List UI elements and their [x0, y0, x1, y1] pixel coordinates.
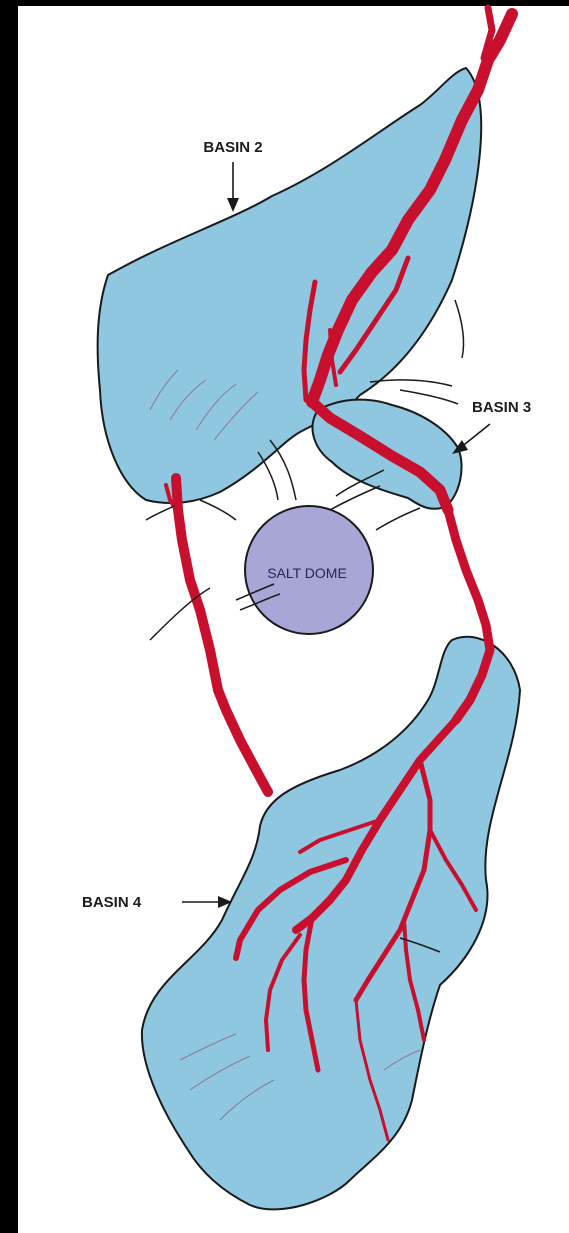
basin-2-label: BASIN 2 — [203, 139, 262, 156]
basin-3-label: BASIN 3 — [472, 399, 531, 416]
basin-4-label: BASIN 4 — [82, 894, 142, 911]
salt-dome-label: SALT DOME — [267, 565, 347, 581]
